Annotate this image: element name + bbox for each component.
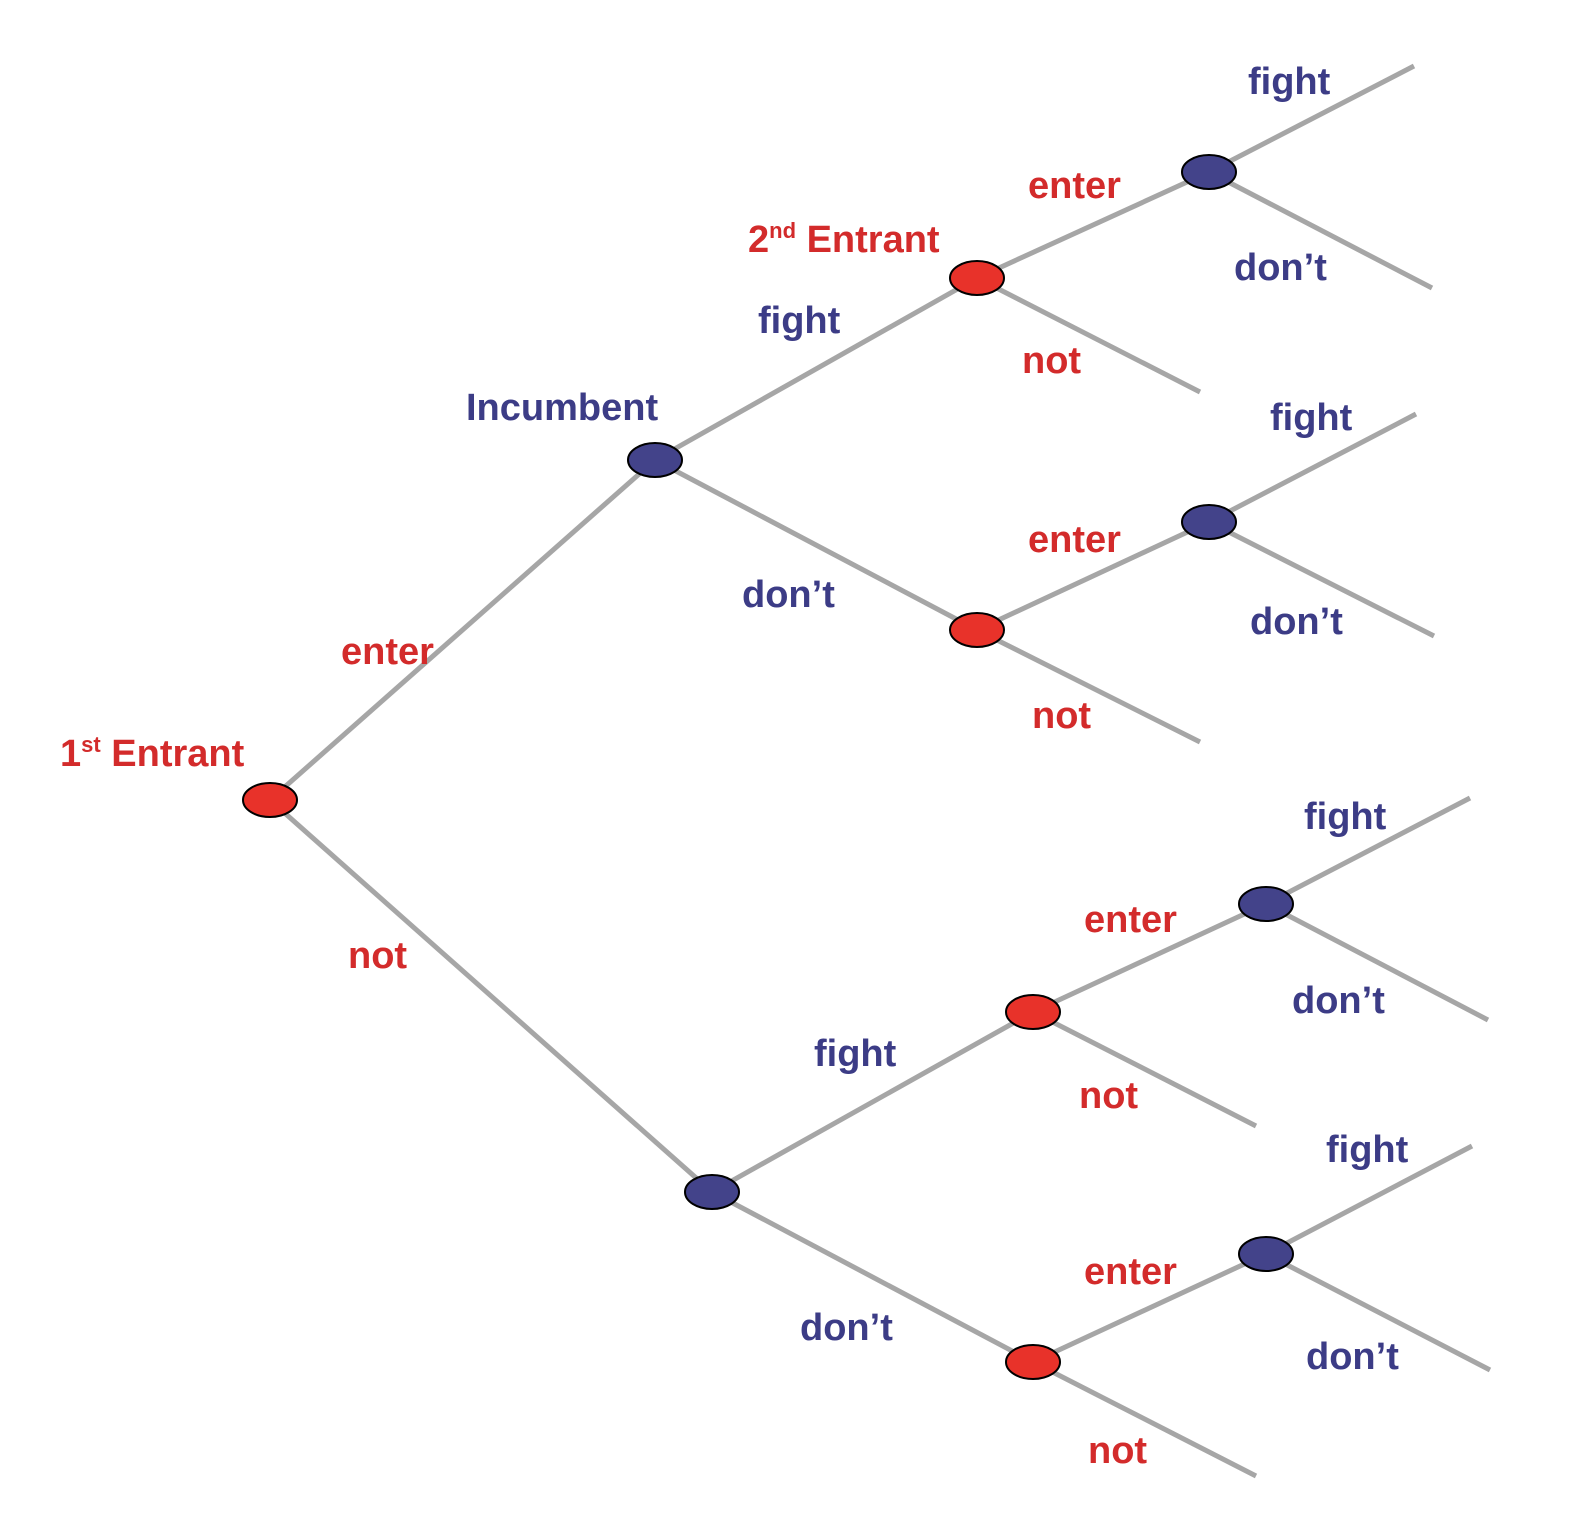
tree-edges (268, 63, 1492, 1479)
action-label-enter: enter (1084, 899, 1177, 941)
tree-labels: 1st Entrant Incumbent 2nd Entrant enter … (60, 61, 1409, 1472)
player-label-first-entrant: 1st Entrant (60, 732, 245, 775)
tree-edge (1031, 1009, 1258, 1129)
action-label-dont: don’t (1250, 601, 1343, 643)
node-incumbent (684, 1174, 740, 1210)
action-label-dont: don’t (1234, 247, 1327, 289)
tree-edge (1264, 795, 1472, 907)
tree-edge (1264, 901, 1490, 1023)
tree-nodes (242, 154, 1294, 1380)
tree-edge (1207, 519, 1436, 639)
tree-edge (268, 458, 657, 802)
action-label-dont: don’t (800, 1307, 893, 1349)
tree-edge (975, 275, 1202, 395)
tree-edge (268, 798, 714, 1194)
tree-edge (975, 627, 1202, 745)
action-label-not: not (348, 935, 407, 977)
action-label-not: not (1079, 1075, 1138, 1117)
action-label-fight: fight (1326, 1129, 1409, 1171)
tree-edge (1031, 901, 1268, 1015)
node-incumbent (1238, 1236, 1294, 1272)
tree-edge (1031, 1251, 1268, 1365)
action-label-dont: don’t (742, 574, 835, 616)
tree-edge (710, 1009, 1035, 1195)
tree-edge (975, 169, 1211, 281)
tree-edge (1264, 1251, 1492, 1373)
action-label-fight: fight (1248, 61, 1331, 103)
action-label-enter: enter (341, 631, 434, 673)
action-label-dont: don’t (1292, 980, 1385, 1022)
tree-edge (1207, 63, 1416, 175)
player-label-second-entrant: 2nd Entrant (748, 218, 940, 261)
tree-edge (1031, 1359, 1258, 1479)
action-label-not: not (1088, 1430, 1147, 1472)
tree-edge (1207, 169, 1434, 291)
action-label-fight: fight (1270, 397, 1353, 439)
node-first-entrant (242, 782, 298, 818)
tree-edge (1207, 411, 1418, 525)
node-second-entrant (949, 260, 1005, 296)
action-label-fight: fight (758, 300, 841, 342)
node-incumbent (1238, 886, 1294, 922)
action-label-enter: enter (1084, 1251, 1177, 1293)
action-label-enter: enter (1028, 165, 1121, 207)
action-label-fight: fight (814, 1033, 897, 1075)
tree-edge (710, 1189, 1035, 1365)
action-label-dont: don’t (1306, 1336, 1399, 1378)
node-incumbent (1181, 504, 1237, 540)
node-incumbent (627, 442, 683, 478)
node-incumbent (1181, 154, 1237, 190)
action-label-enter: enter (1028, 519, 1121, 561)
tree-edge (1264, 1143, 1474, 1257)
node-second-entrant (949, 612, 1005, 648)
node-second-entrant (1005, 994, 1061, 1030)
action-label-not: not (1032, 695, 1091, 737)
action-label-fight: fight (1304, 796, 1387, 838)
player-label-incumbent: Incumbent (466, 387, 658, 429)
tree-edge (653, 275, 979, 463)
node-second-entrant (1005, 1344, 1061, 1380)
tree-edge (653, 457, 979, 633)
tree-edge (975, 519, 1211, 633)
action-label-not: not (1022, 340, 1081, 382)
